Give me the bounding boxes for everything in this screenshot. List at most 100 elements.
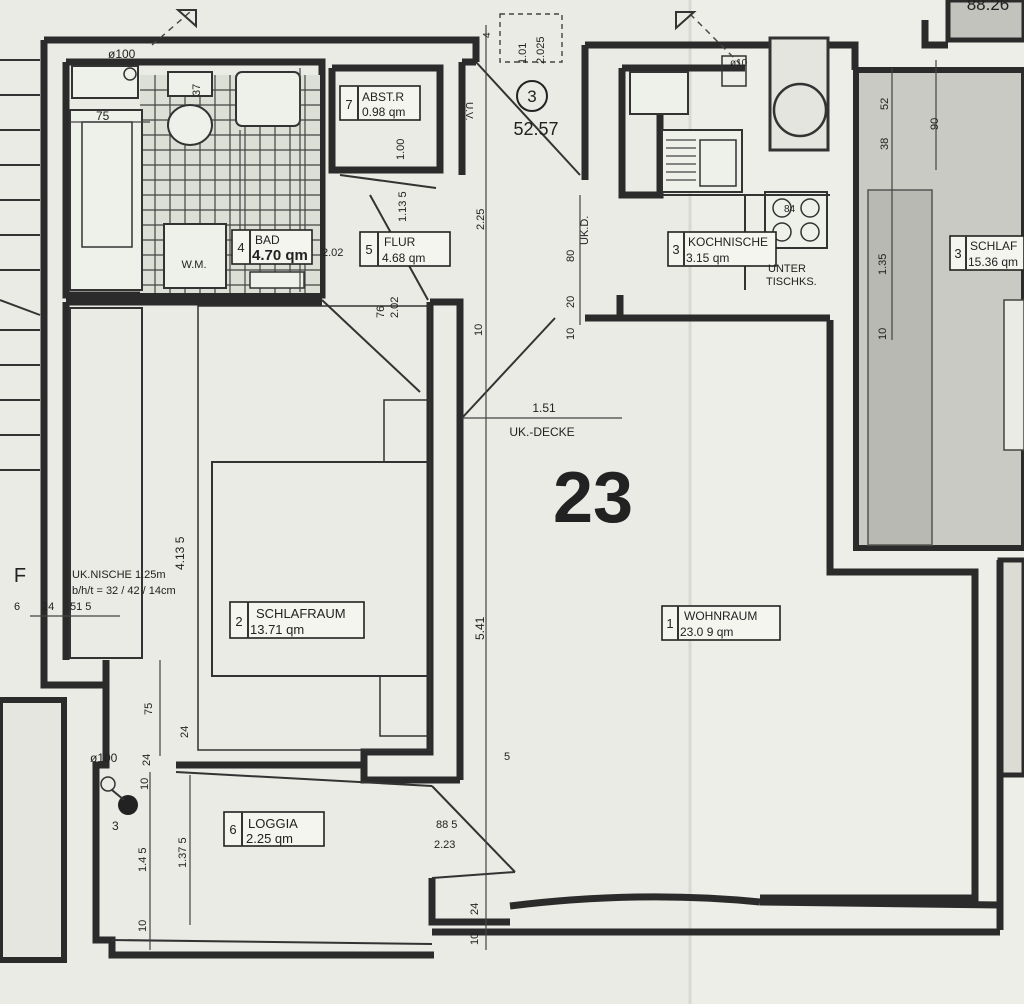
neighbor-top-block [945, 0, 1024, 43]
room-label-boxes [223, 85, 1024, 847]
room-number: 2 [235, 614, 242, 629]
svg-text:24: 24 [42, 601, 54, 613]
svg-text:24: 24 [141, 754, 153, 766]
bed [211, 461, 431, 677]
svg-text:2.25: 2.25 [475, 209, 487, 230]
kitchen-fixtures [629, 36, 830, 290]
svg-text:88 5: 88 5 [436, 819, 457, 831]
washing-machine [163, 223, 227, 289]
room-number: 1 [666, 616, 673, 631]
svg-text:90: 90 [929, 118, 941, 130]
room-area: 2.25 qm [246, 831, 293, 846]
room-area: 3.15 qm [686, 251, 729, 265]
svg-text:38: 38 [879, 138, 891, 150]
fridge [629, 71, 689, 115]
uk-decke-label: UK.-DECKE [509, 425, 574, 439]
svg-text:2.025: 2.025 [535, 36, 547, 64]
bed-zone [197, 305, 431, 751]
room-area: 4.68 qm [382, 251, 425, 265]
svg-text:2.23: 2.23 [434, 839, 455, 851]
svg-text:5: 5 [504, 751, 510, 763]
svg-text:75: 75 [96, 109, 110, 123]
room-area: 0.98 qm [362, 105, 405, 119]
svg-text:52: 52 [879, 98, 891, 110]
room-area: 4.70 qm [252, 247, 308, 264]
svg-text:1.13 5: 1.13 5 [397, 191, 409, 222]
neighbor-area: 88.26 [967, 0, 1010, 14]
svg-text:1.00: 1.00 [395, 139, 407, 160]
bht-label: b/h/t = 32 / 42 / 14cm [72, 585, 176, 597]
room-number: 7 [345, 97, 352, 112]
stair-badge-circle [516, 80, 548, 112]
bathroom-fixtures [69, 65, 305, 291]
door-swings [321, 61, 581, 419]
svg-text:10: 10 [473, 324, 485, 336]
stair-badge: 3 [527, 87, 536, 106]
room-number: 4 [237, 240, 244, 255]
svg-text:37: 37 [191, 84, 203, 96]
unit-area: 52.57 [513, 119, 558, 139]
svg-text:10: 10 [139, 778, 151, 790]
svg-text:4.13 5: 4.13 5 [173, 536, 187, 570]
svg-text:10: 10 [877, 328, 889, 340]
neighbor-wardrobe [867, 189, 933, 546]
stair-left [0, 59, 41, 471]
arrow-icon [675, 11, 697, 31]
svg-text:2.02: 2.02 [322, 247, 343, 259]
loggia-area [100, 771, 516, 945]
room-name: LOGGIA [248, 816, 298, 831]
ukd-label: UK.D. [579, 216, 591, 245]
svg-text:75: 75 [143, 703, 155, 715]
room-name: SCHLAF [970, 239, 1017, 253]
room-number: 3 [954, 246, 961, 261]
room-area: 23.0 9 qm [680, 625, 733, 639]
room-name: KOCHNISCHE [688, 235, 768, 249]
svg-text:1.4 5: 1.4 5 [137, 848, 149, 872]
toilet [167, 104, 213, 146]
washing-machine-label: W.M. [181, 259, 206, 271]
dimension-lines [30, 25, 937, 950]
uv-label: U.V. [463, 102, 474, 121]
svg-text:76: 76 [375, 306, 387, 318]
svg-text:51 5: 51 5 [70, 601, 91, 613]
svg-text:10: 10 [565, 328, 577, 340]
svg-text:1.37 5: 1.37 5 [177, 837, 189, 868]
room-area: 15.36 qm [968, 255, 1018, 269]
unit-number: 23 [553, 458, 633, 538]
room-name: BAD [255, 233, 280, 247]
arrow-icon [175, 9, 197, 29]
svg-text:24: 24 [469, 903, 481, 915]
room-area: 13.71 qm [250, 622, 304, 637]
svg-text:20: 20 [565, 296, 577, 308]
svg-text:6: 6 [14, 601, 20, 613]
neighbor-bed [1003, 299, 1024, 451]
dimension-texts: 75 37 1.00 1.13 5 2.02 2.02 76 2.25 1.01… [14, 32, 941, 945]
room-number: 3 [672, 242, 679, 257]
room-number: 6 [229, 822, 236, 837]
loggia-mark: 3 [112, 819, 119, 833]
side-letter: F [14, 565, 26, 587]
svg-text:84: 84 [784, 204, 796, 215]
room-name: WOHNRAUM [684, 609, 757, 623]
dashed-lines [151, 11, 741, 65]
diameter-label: ø100 [108, 47, 136, 61]
bathtub [69, 109, 143, 291]
tischks-label: TISCHKS. [766, 276, 817, 288]
svg-text:5.41: 5.41 [473, 616, 487, 640]
neighbor-lower-left-room [0, 697, 67, 963]
wardrobe-niche [69, 307, 143, 659]
washbasin [235, 71, 301, 127]
svg-text:10: 10 [469, 933, 481, 945]
svg-text:24: 24 [179, 726, 191, 738]
svg-text:1.01: 1.01 [517, 43, 529, 64]
outer-walls [40, 20, 1004, 959]
svg-text:4: 4 [482, 32, 493, 38]
neighbor-lower-wall [997, 557, 1024, 778]
diameter-label: ø10 [730, 58, 748, 69]
svg-text:1.35: 1.35 [877, 254, 889, 275]
bedroom-furniture [69, 305, 431, 751]
room-name: ABST.R [362, 90, 404, 104]
unter-label: UNTER [768, 263, 806, 275]
boiler [71, 65, 139, 99]
